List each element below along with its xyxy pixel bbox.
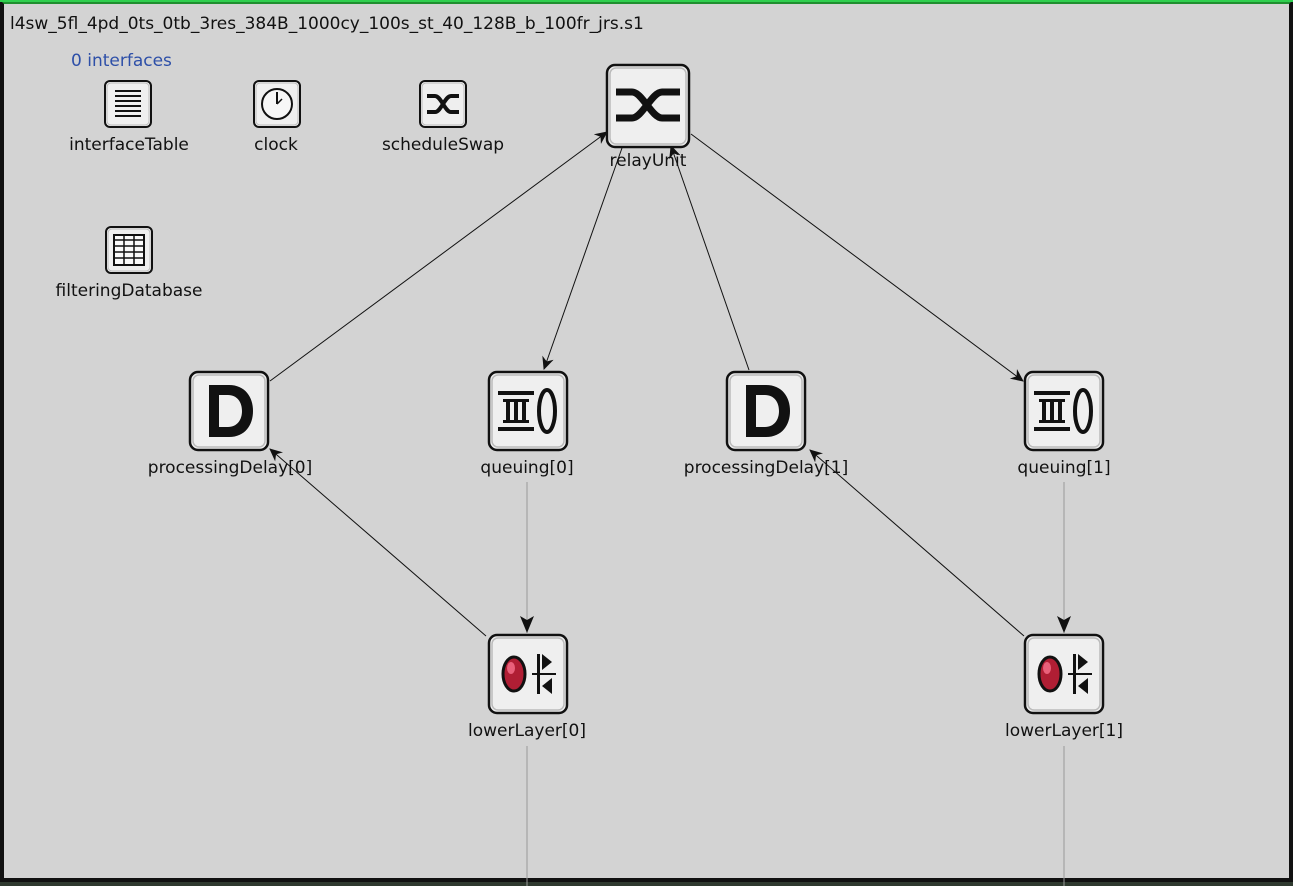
delay-d-icon[interactable] [187,369,271,453]
list-icon[interactable] [102,78,154,130]
swap-icon[interactable] [604,62,692,150]
module-label-queuing-1: queuing[1] [1017,458,1111,478]
link-processingdelay0-to-relayunit [269,131,608,382]
link-lowerlayer1-to-processingdelay1 [809,449,1025,637]
table-icon[interactable] [103,224,155,276]
module-label-lowerlayer-0: lowerLayer[0] [468,721,586,741]
queue-icon[interactable] [486,369,570,453]
interfaces-count-label[interactable]: 0 interfaces [71,51,172,71]
module-label-filteringdatabase: filteringDatabase [55,281,203,301]
arrowhead-queuing0-to-lowerlayer0 [520,616,534,633]
link-processingdelay1-to-relayunit [669,145,750,371]
lower-layer-icon[interactable] [486,632,570,716]
module-label-clock: clock [254,135,298,155]
swap-icon[interactable] [417,78,469,130]
module-label-lowerlayer-1: lowerLayer[1] [1005,721,1123,741]
queue-icon[interactable] [1022,369,1106,453]
module-label-processingdelay-0: processingDelay[0] [147,458,313,478]
module-label-processingdelay-1: processingDelay[1] [683,458,849,478]
link-relayunit-to-queuing0 [542,147,623,370]
module-label-interfacetable: interfaceTable [69,135,189,155]
network-title: l4sw_5fl_4pd_0ts_0tb_3res_384B_1000cy_10… [10,14,644,34]
module-label-relayunit: relayUnit [609,151,687,171]
link-relayunit-to-queuing1 [690,133,1024,382]
lower-layer-icon[interactable] [1022,632,1106,716]
module-label-scheduleswap: scheduleSwap [381,135,505,155]
module-label-queuing-0: queuing[0] [480,458,574,478]
delay-d-icon[interactable] [724,369,808,453]
clock-icon[interactable] [251,78,303,130]
arrowhead-queuing1-to-lowerlayer1 [1057,616,1071,633]
connections-layer [269,131,1071,886]
link-lowerlayer0-to-processingdelay0 [269,448,487,637]
